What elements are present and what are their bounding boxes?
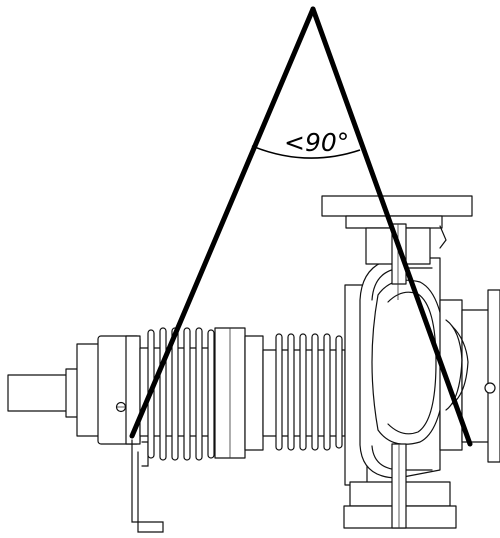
angle-arc: [251, 145, 361, 159]
casing-foot: [343, 443, 457, 529]
angle-label: <90°: [284, 128, 349, 157]
right-sight-line: [310, 6, 473, 447]
angle-triangle: [129, 6, 473, 447]
ribbed-frame-left: [139, 327, 216, 461]
ribbed-frame-right: [262, 333, 346, 451]
suction-flange: [439, 289, 500, 463]
shaft: [7, 368, 79, 418]
foot-plate: [141, 441, 149, 467]
left-sight-line: [129, 6, 316, 439]
pump-drawing: [7, 195, 500, 533]
center-flange: [214, 327, 264, 459]
bearing-housing: [76, 335, 141, 445]
support-foot: [131, 439, 164, 533]
